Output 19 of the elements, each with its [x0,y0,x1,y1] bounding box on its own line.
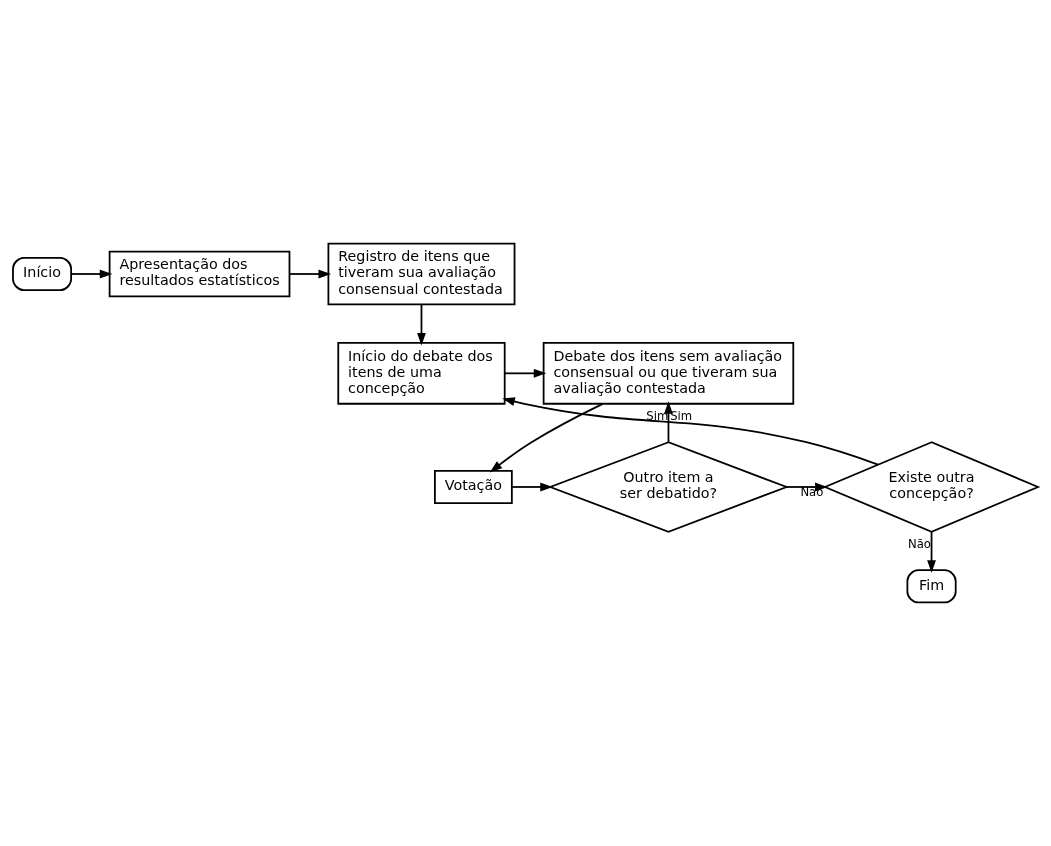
arrow [664,401,673,443]
edge-label: Sim [646,408,669,423]
arrow [417,303,426,346]
arrow [489,402,604,473]
arrow [70,269,113,279]
edge-label: Não [908,536,931,551]
arrow [504,368,547,378]
node-box: Início [12,257,73,291]
arrow [510,482,553,492]
edge-label: Sim [670,409,693,424]
node-box: Apresentação dos resultados estatísticos [108,250,291,298]
node-box: Debate dos itens sem avaliação consensual ou que tiveram sua avaliação contestada [542,342,795,405]
arrow [927,530,936,573]
node-box: Fim [906,569,957,604]
arrow [288,269,331,279]
node-box: Início do debate dos itens de uma concepção [337,342,506,405]
node-box: Votação [434,470,513,504]
arrow [502,397,879,466]
node-box: Registro de itens que tiveram sua avaliação consensual contestada [327,242,516,306]
